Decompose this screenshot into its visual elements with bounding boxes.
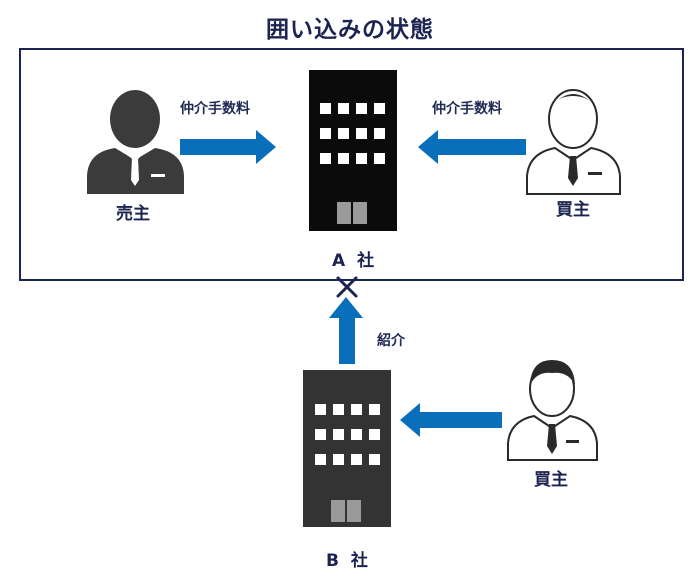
buyer-b-to-b-arrow	[400, 403, 502, 437]
building-b-icon	[303, 370, 391, 527]
seller-label: 売主	[116, 204, 150, 224]
buyer-fee-label: 仲介手数料	[432, 101, 502, 117]
company-a-label: A 社	[332, 251, 378, 271]
buyer-b-person-icon	[507, 360, 598, 461]
buyer-a-label: 買主	[556, 200, 590, 220]
diagram-title: 囲い込みの状態	[266, 17, 434, 43]
seller-fee-label: 仲介手数料	[180, 101, 250, 117]
a-company-frame	[19, 48, 684, 281]
seller-to-a-arrow	[180, 130, 276, 164]
seller-person-icon	[87, 90, 184, 194]
b-to-a-arrow	[329, 297, 363, 364]
company-b-label: B 社	[326, 551, 371, 571]
referral-label: 紹介	[377, 333, 405, 349]
buyer-to-a-arrow	[418, 130, 526, 164]
cross-icon	[336, 276, 358, 298]
buyer-b-label: 買主	[534, 470, 568, 490]
building-a-icon	[309, 70, 397, 231]
buyer-a-person-icon	[526, 89, 621, 195]
